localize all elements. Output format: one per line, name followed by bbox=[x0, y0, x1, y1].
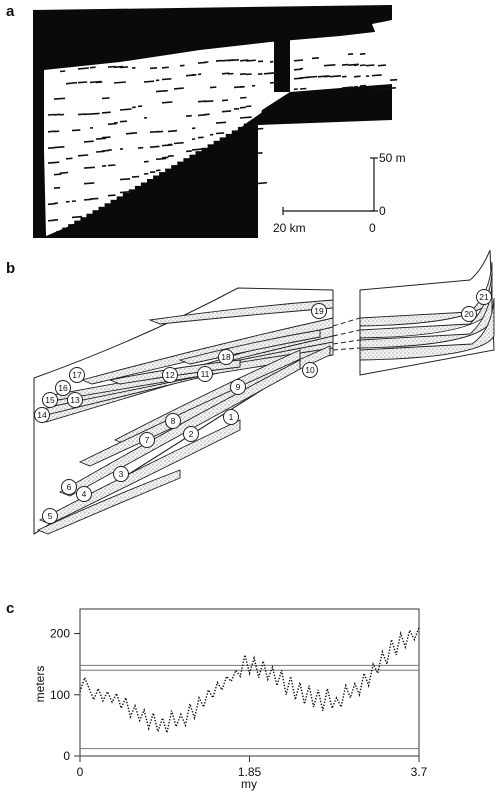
panel-a-scale-bars: 50 m 0 20 km 0 bbox=[273, 151, 406, 235]
x-tick-label: 1.85 bbox=[238, 765, 262, 779]
bed-label-7: 7 bbox=[139, 432, 155, 448]
bed-label-15: 15 bbox=[42, 392, 58, 408]
svg-text:9: 9 bbox=[236, 382, 241, 392]
chart-reference-lines bbox=[80, 664, 419, 750]
bed-label-11: 11 bbox=[197, 366, 213, 382]
panel-a-basin-cutout bbox=[258, 115, 392, 238]
horizontal-scale-label: 20 km bbox=[273, 221, 306, 235]
y-tick-label: 0 bbox=[63, 749, 70, 763]
svg-text:8: 8 bbox=[171, 416, 176, 426]
y-tick-label: 100 bbox=[50, 688, 70, 702]
bed-label-16: 16 bbox=[55, 380, 71, 396]
chart-ticks: 0 100 200 0 1.85 3.7 bbox=[50, 627, 428, 780]
panel-a-bar bbox=[274, 40, 290, 92]
x-tick-label: 3.7 bbox=[411, 765, 428, 779]
svg-text:13: 13 bbox=[70, 395, 80, 405]
bed-label-18: 18 bbox=[218, 349, 234, 365]
svg-text:18: 18 bbox=[221, 352, 231, 362]
svg-text:17: 17 bbox=[72, 370, 82, 380]
panel-a-laminae bbox=[47, 52, 398, 222]
horizontal-scale-zero: 0 bbox=[369, 221, 376, 235]
svg-text:1: 1 bbox=[229, 412, 234, 422]
svg-text:5: 5 bbox=[48, 511, 53, 521]
bed-label-8: 8 bbox=[165, 413, 181, 429]
panel-a-steps bbox=[33, 10, 392, 238]
bed-label-17: 17 bbox=[69, 367, 85, 383]
y-tick-label: 200 bbox=[50, 627, 70, 641]
x-tick-label: 0 bbox=[77, 765, 84, 779]
svg-text:20: 20 bbox=[464, 309, 474, 319]
chart-ylabel: meters bbox=[33, 666, 47, 703]
bed-label-2: 2 bbox=[183, 426, 199, 442]
svg-text:14: 14 bbox=[37, 410, 47, 420]
panel-label-a: a bbox=[6, 3, 15, 20]
svg-text:15: 15 bbox=[45, 395, 55, 405]
bed-label-12: 12 bbox=[162, 367, 178, 383]
panel-c-chart: 0 100 200 0 1.85 3.7 meters my bbox=[33, 608, 428, 791]
panel-b-dashed-connectors bbox=[332, 317, 361, 351]
bed-label-21: 21 bbox=[476, 289, 492, 305]
svg-text:16: 16 bbox=[58, 383, 68, 393]
bed-label-6: 6 bbox=[61, 479, 77, 495]
vertical-scale-zero: 0 bbox=[379, 204, 386, 218]
bed-label-14: 14 bbox=[34, 407, 50, 423]
chart-series-line bbox=[79, 627, 420, 734]
svg-text:6: 6 bbox=[67, 482, 72, 492]
svg-text:4: 4 bbox=[82, 489, 87, 499]
chart-xlabel: my bbox=[241, 777, 257, 791]
svg-text:3: 3 bbox=[119, 469, 124, 479]
bed-label-1: 1 bbox=[223, 409, 239, 425]
panel-label-c: c bbox=[6, 600, 15, 617]
svg-text:12: 12 bbox=[165, 370, 175, 380]
bed-label-9: 9 bbox=[230, 379, 246, 395]
panel-a-section bbox=[33, 5, 398, 238]
bed-label-3: 3 bbox=[113, 466, 129, 482]
bed-label-4: 4 bbox=[76, 486, 92, 502]
bed-label-20: 20 bbox=[461, 306, 477, 322]
panel-label-b: b bbox=[6, 260, 16, 277]
svg-text:2: 2 bbox=[189, 429, 194, 439]
svg-text:7: 7 bbox=[145, 435, 150, 445]
svg-text:10: 10 bbox=[305, 365, 315, 375]
bed-label-10: 10 bbox=[302, 362, 318, 378]
svg-text:11: 11 bbox=[201, 369, 210, 379]
bed-label-19: 19 bbox=[311, 303, 327, 319]
svg-text:21: 21 bbox=[479, 292, 489, 302]
svg-text:19: 19 bbox=[314, 306, 324, 316]
bed-label-5: 5 bbox=[42, 508, 58, 524]
bed-label-13: 13 bbox=[67, 392, 83, 408]
vertical-scale-label: 50 m bbox=[379, 151, 406, 165]
